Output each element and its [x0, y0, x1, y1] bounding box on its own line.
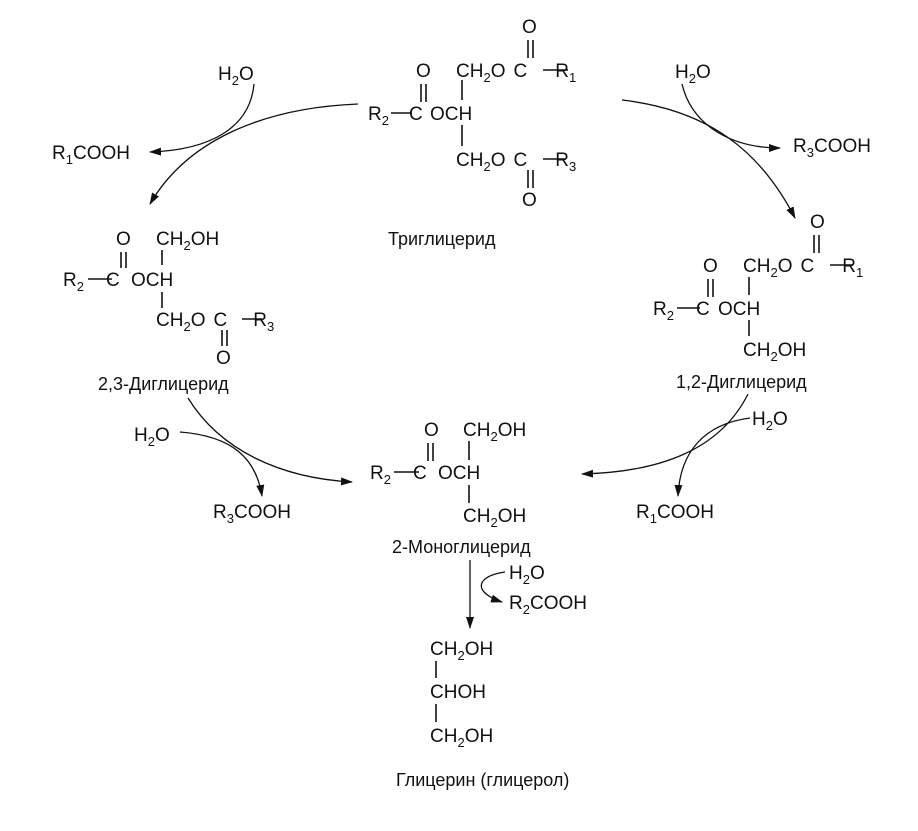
- diglyceride-12-bottom: CH2OH: [743, 340, 806, 364]
- r3cooh-label: R3COOH: [213, 502, 291, 526]
- monoglyceride-top: CH2OH: [463, 420, 526, 444]
- main-arrow: [581, 393, 749, 478]
- reaction-23dg-to-mg: H2O R3COOH: [134, 397, 353, 526]
- glycerol-bottom: CH2OH: [430, 726, 493, 750]
- r1cooh-label: R1COOH: [636, 502, 714, 526]
- reaction-tg-to-23dg: H2O R1COOH: [52, 64, 359, 205]
- glycerol-structure: CH2OH CHOH CH2OH Глицерин (глицерол): [396, 639, 569, 790]
- atom-label: O: [216, 348, 231, 369]
- water-label: H2O: [675, 62, 711, 86]
- atom-label: O: [424, 420, 439, 441]
- reaction-mg-to-glycerol: H2O R2COOH: [466, 560, 587, 629]
- main-arrow: [149, 103, 359, 205]
- diglyceride-12-och: OCH: [718, 299, 760, 320]
- glycerol-chohl: CHOH: [430, 682, 486, 703]
- water-label: H2O: [218, 64, 254, 88]
- reaction-12dg-to-mg: H2O R1COOH: [581, 393, 788, 526]
- water-label: H2O: [134, 425, 170, 449]
- side-arrow: [681, 83, 781, 152]
- diglyceride-23-top: CH2OH: [156, 229, 219, 253]
- atom-label: O: [116, 229, 131, 250]
- diglyceride-12-label: 1,2-Диглицерид: [676, 372, 807, 392]
- side-arrow: [480, 571, 506, 603]
- r3cooh-label: R3COOH: [793, 136, 871, 160]
- side-arrow: [149, 83, 255, 156]
- atom-label: O: [522, 190, 537, 211]
- monoglyceride-label: 2-Моноглицерид: [392, 537, 531, 557]
- glycerol-label: Глицерин (глицерол): [396, 770, 569, 790]
- r2cooh-label: R2COOH: [509, 593, 587, 617]
- water-label: H2O: [509, 563, 545, 587]
- side-arrow: [179, 431, 265, 497]
- main-arrow: [621, 99, 796, 219]
- reaction-tg-to-12dg: H2O R3COOH: [621, 62, 871, 219]
- triglyceride-och: OCH: [430, 104, 472, 125]
- glycerol-top: CH2OH: [430, 639, 493, 663]
- atom-label: O: [522, 17, 537, 38]
- r1cooh-label: R1COOH: [52, 143, 130, 167]
- atom-label: O: [810, 212, 825, 233]
- monoglyceride-och: OCH: [438, 463, 480, 484]
- diglyceride-23-label: 2,3-Диглицерид: [98, 374, 229, 394]
- triglyceride-label: Триглицерид: [388, 229, 496, 249]
- main-arrow: [187, 397, 353, 486]
- side-arrow: [674, 417, 751, 497]
- atom-label: O: [703, 256, 718, 277]
- atom-label: O: [416, 61, 431, 82]
- monoglyceride-bottom: CH2OH: [463, 506, 526, 530]
- water-label: H2O: [752, 409, 788, 433]
- diglyceride-23-och: OCH: [131, 270, 173, 291]
